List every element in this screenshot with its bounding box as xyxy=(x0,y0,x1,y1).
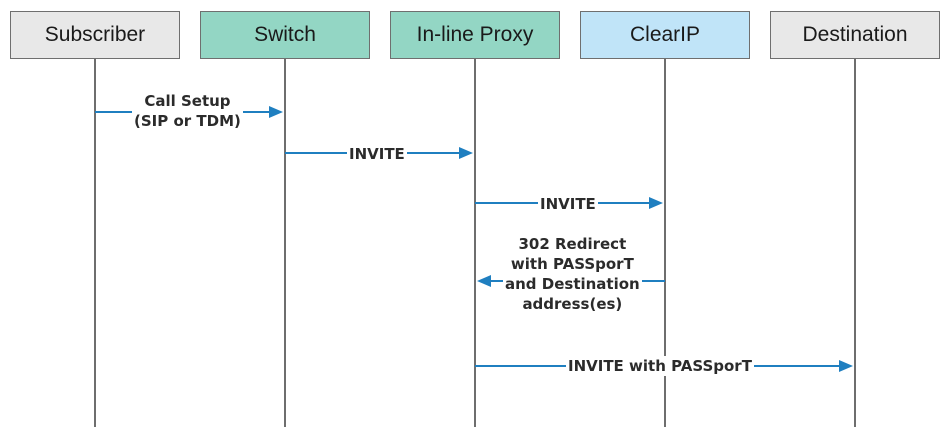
participant-label: Destination xyxy=(802,23,908,46)
message-line: and Destination xyxy=(505,275,640,293)
message-label-redirect: 302 Redirect with PASSporT and Destinati… xyxy=(503,234,642,314)
message-line: INVITE with PASSporT xyxy=(568,357,752,375)
message-line: address(es) xyxy=(522,295,623,313)
message-line: (SIP or TDM) xyxy=(134,112,241,130)
message-line: with PASSporT xyxy=(510,255,634,273)
participant-label: Subscriber xyxy=(44,23,146,46)
message-line: INVITE xyxy=(540,195,596,213)
message-line: 302 Redirect xyxy=(518,235,627,253)
participant-clearip: ClearIP xyxy=(580,11,750,59)
participant-switch: Switch xyxy=(200,11,370,59)
participant-proxy: In-line Proxy xyxy=(390,11,560,59)
participant-destination: Destination xyxy=(770,11,940,59)
message-label-invite-2: INVITE xyxy=(538,194,598,214)
message-label-invite-passport: INVITE with PASSporT xyxy=(566,356,754,376)
participant-label: In-line Proxy xyxy=(416,23,534,46)
message-label-invite-1: INVITE xyxy=(347,144,407,164)
participant-subscriber: Subscriber xyxy=(10,11,180,59)
message-line: Call Setup xyxy=(144,92,231,110)
participant-label: ClearIP xyxy=(629,23,701,46)
participant-label: Switch xyxy=(254,23,316,46)
message-line: INVITE xyxy=(349,145,405,163)
message-label-call-setup: Call Setup (SIP or TDM) xyxy=(132,91,243,131)
